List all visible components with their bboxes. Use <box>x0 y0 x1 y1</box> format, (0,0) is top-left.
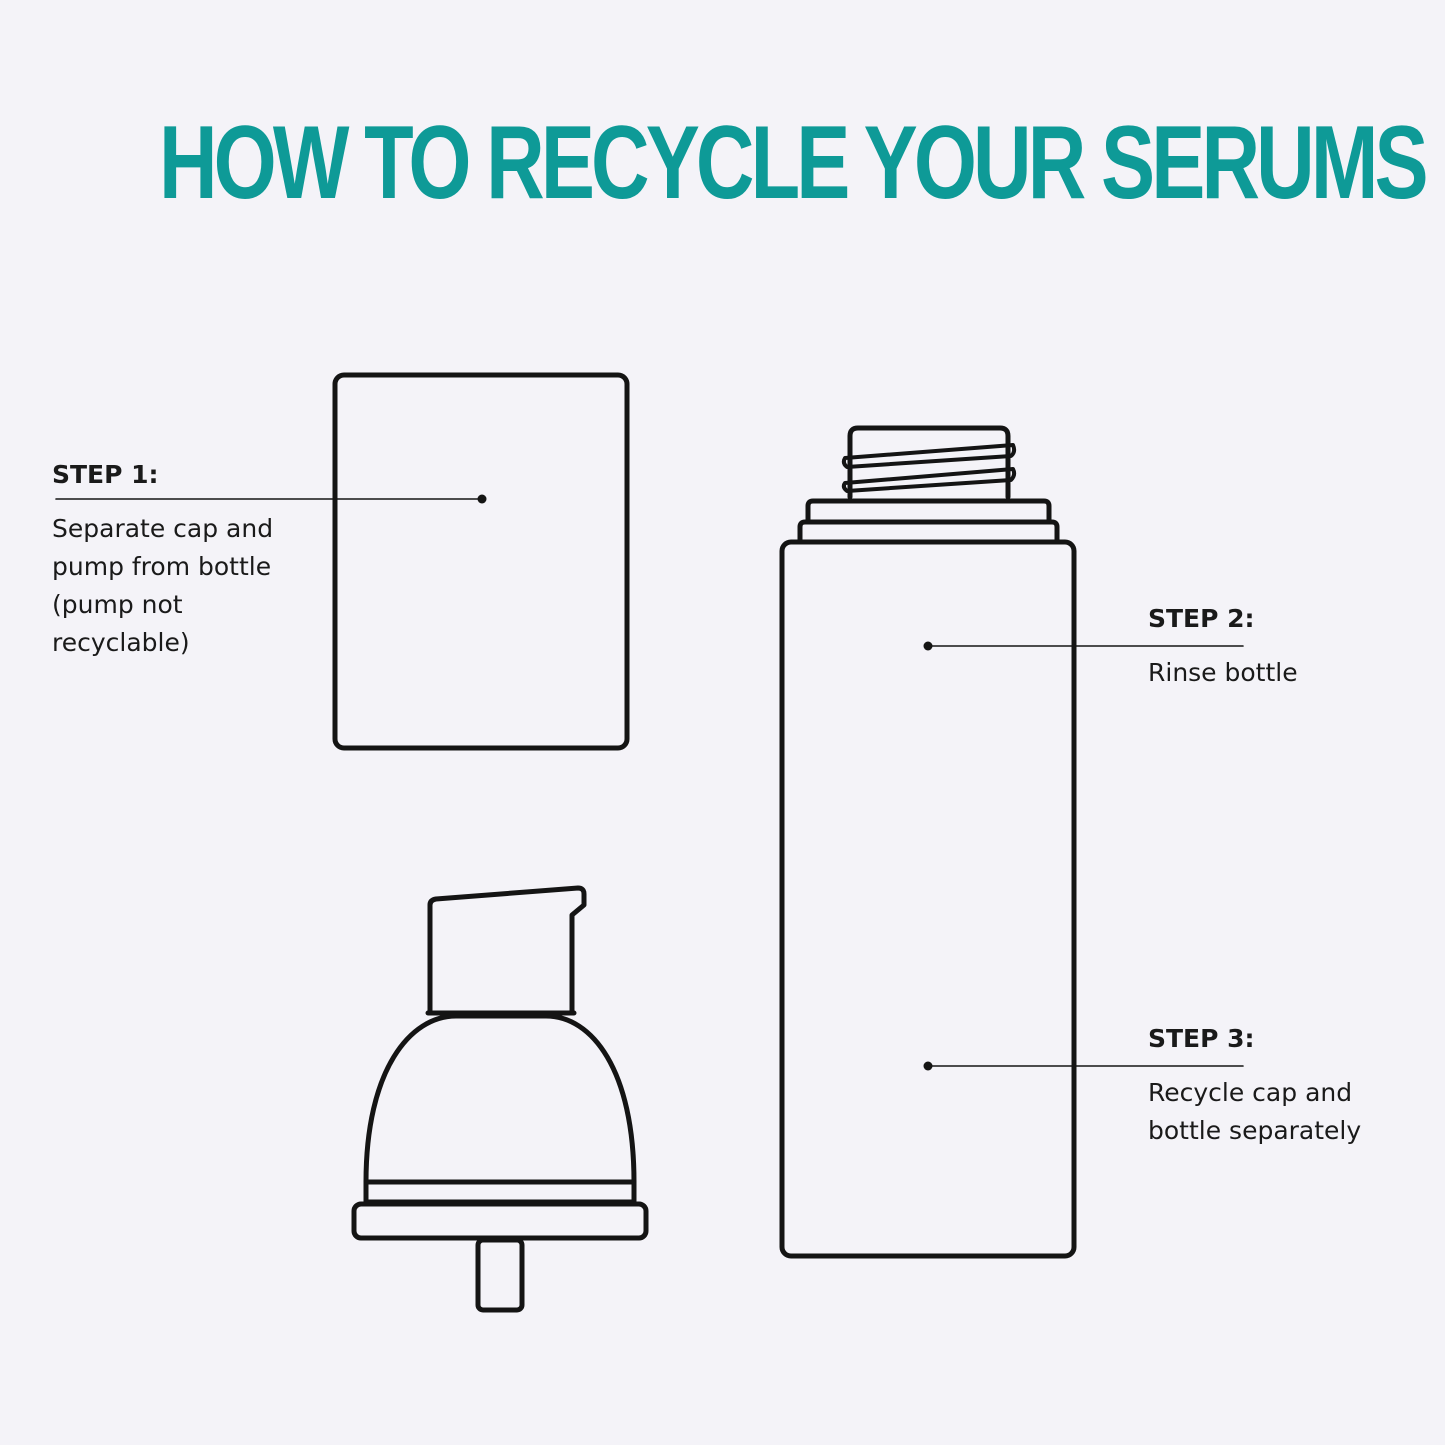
callout-step-2 <box>923 641 1244 651</box>
cap-icon <box>332 372 630 751</box>
step-1: STEP 1: Separate cap and pump from bottl… <box>52 460 302 662</box>
step-text: Separate cap and pump from bottle (pump … <box>52 514 274 657</box>
callout-step-3 <box>923 1061 1244 1071</box>
step-label: STEP 1: <box>52 460 159 489</box>
step-text: Rinse bottle <box>1148 658 1298 687</box>
step-label: STEP 3: <box>1148 1024 1255 1053</box>
bottle-icon <box>779 425 1077 1259</box>
callout-step-1 <box>55 494 487 504</box>
step-2: STEP 2: Rinse bottle <box>1148 604 1408 692</box>
page-title: HOW TO RECYCLE YOUR SERUMS <box>158 105 1429 221</box>
step-label: STEP 2: <box>1148 604 1255 633</box>
step-3: STEP 3: Recycle cap and bottle separatel… <box>1148 1024 1408 1150</box>
step-text: Recycle cap and bottle separately <box>1148 1078 1362 1145</box>
pump-icon <box>351 885 649 1313</box>
